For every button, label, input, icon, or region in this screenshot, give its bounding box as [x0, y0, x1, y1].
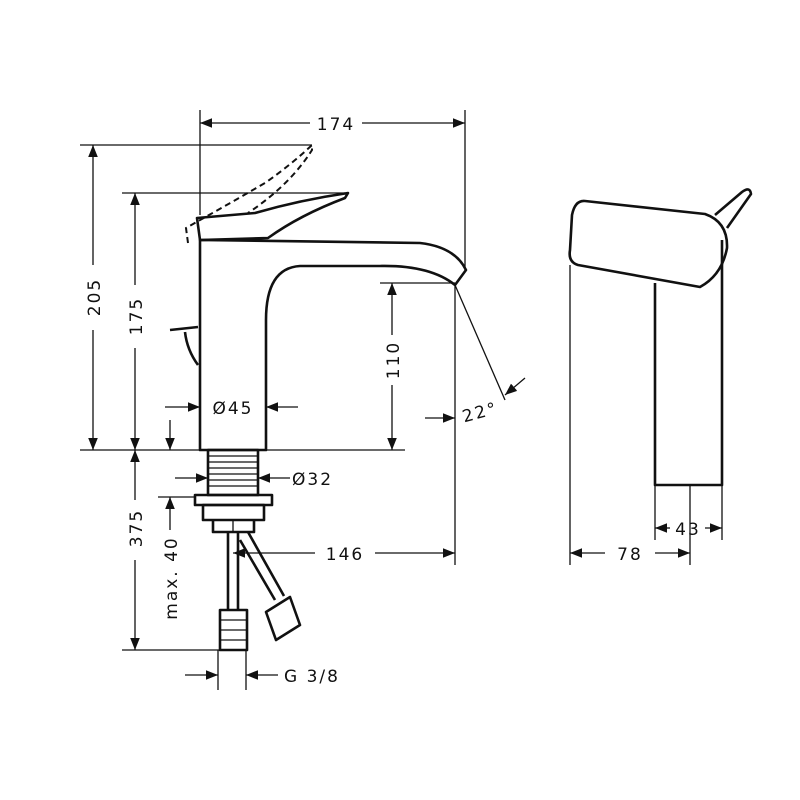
svg-text:Ø45: Ø45	[212, 399, 253, 419]
svg-text:175: 175	[127, 297, 147, 335]
svg-text:G 3/8: G 3/8	[284, 667, 340, 687]
dim-connection-thread: G 3/8	[185, 650, 340, 690]
svg-text:174: 174	[317, 115, 355, 135]
svg-text:22°: 22°	[460, 399, 500, 428]
thread-lines	[208, 455, 258, 487]
dim-height-lever: 175	[122, 192, 345, 450]
svg-text:max. 40: max. 40	[162, 536, 182, 619]
dim-shank-diameter: Ø32	[175, 470, 333, 490]
svg-text:205: 205	[85, 278, 105, 316]
dim-height-lever-open: 205	[80, 144, 312, 450]
dim-side-depth: 78	[570, 545, 690, 565]
dim-body-diameter: Ø45	[165, 399, 298, 450]
faucet-front-view	[169, 142, 468, 652]
dim-spout-height: 110	[380, 282, 455, 450]
dim-width-total: 174	[199, 110, 466, 270]
svg-text:43: 43	[675, 520, 701, 540]
svg-text:110: 110	[384, 341, 404, 379]
dim-spout-reach: 146	[233, 545, 455, 565]
dim-side-body-width: 43	[655, 520, 722, 540]
dim-hose-length: 375	[122, 450, 245, 651]
svg-text:146: 146	[326, 545, 364, 565]
faucet-side-view	[568, 188, 753, 565]
dim-max-thickness: max. 40	[158, 496, 195, 620]
svg-text:Ø32: Ø32	[292, 470, 333, 490]
svg-text:375: 375	[127, 509, 147, 547]
svg-text:78: 78	[617, 545, 643, 565]
dim-lever-angle: 22°	[425, 284, 526, 565]
